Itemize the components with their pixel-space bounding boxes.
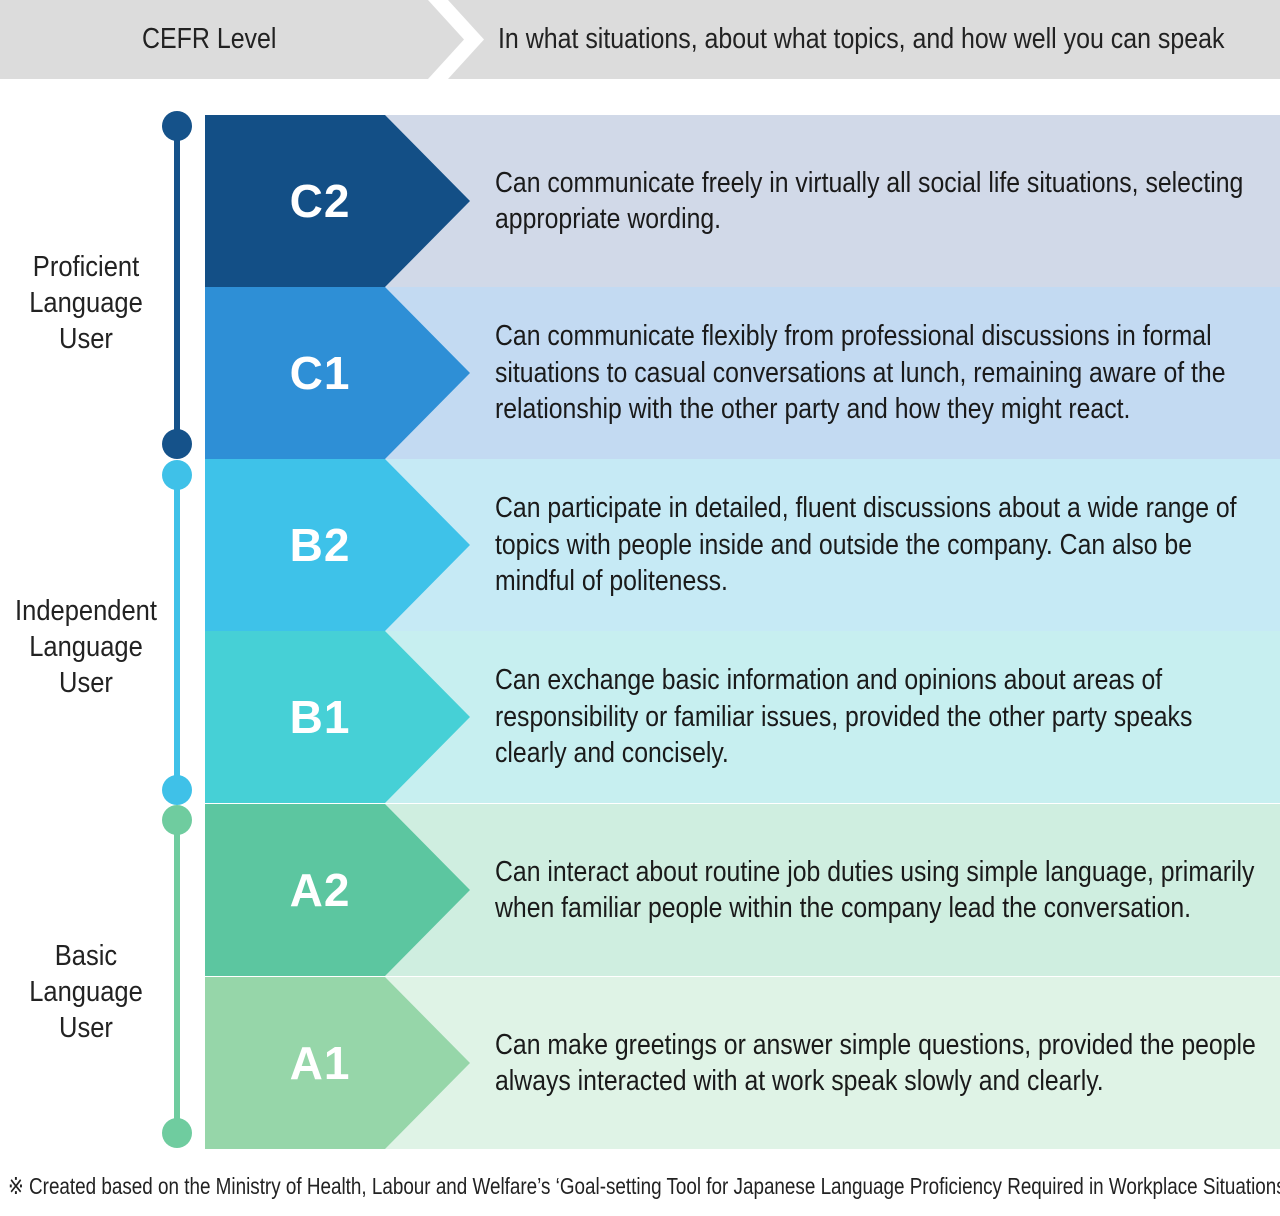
level-arrow bbox=[205, 287, 470, 459]
level-row-a2: A2 Can interact about routine job duties… bbox=[205, 804, 1280, 976]
dot-proficient-bottom bbox=[162, 429, 192, 459]
group-label-line: Independent bbox=[15, 595, 157, 627]
row-background bbox=[205, 115, 1280, 287]
group-label-line: User bbox=[59, 1012, 113, 1044]
level-description: Can interact about routine job duties us… bbox=[495, 855, 1255, 925]
level-description-box: Can interact about routine job duties us… bbox=[495, 804, 1280, 976]
level-description-box: Can communicate flexibly from profession… bbox=[495, 287, 1280, 459]
level-code: B2 bbox=[289, 519, 351, 571]
level-code: C2 bbox=[289, 175, 351, 227]
spine-basic bbox=[174, 820, 180, 1133]
header-background bbox=[0, 0, 1280, 79]
level-description-box: Can make greetings or answer simple ques… bbox=[495, 977, 1280, 1149]
row-background bbox=[205, 631, 1280, 803]
level-code: C1 bbox=[289, 347, 351, 399]
dot-independent-top bbox=[162, 460, 192, 490]
dot-basic-bottom bbox=[162, 1118, 192, 1148]
group-label-line: User bbox=[59, 667, 113, 699]
level-description-box: Can exchange basic information and opini… bbox=[495, 631, 1280, 803]
row-background bbox=[205, 459, 1280, 631]
level-code: B1 bbox=[289, 691, 351, 743]
level-arrow bbox=[205, 115, 470, 287]
header-description-title: In what situations, about what topics, a… bbox=[498, 23, 1225, 55]
level-row-c2: C2 Can communicate freely in virtually a… bbox=[205, 115, 1280, 287]
level-description: Can communicate flexibly from profession… bbox=[495, 320, 1226, 426]
row-background bbox=[205, 804, 1280, 976]
level-description: Can make greetings or answer simple ques… bbox=[495, 1028, 1256, 1098]
row-background bbox=[205, 287, 1280, 459]
level-description: Can communicate freely in virtually all … bbox=[495, 166, 1244, 236]
group-label-basic: Basic Language User bbox=[10, 938, 161, 1046]
row-shape bbox=[205, 287, 1280, 459]
level-arrow bbox=[205, 459, 470, 631]
row-shape bbox=[205, 115, 1280, 287]
group-label-line: Basic bbox=[54, 940, 118, 972]
footnote: ※ Created based on the Ministry of Healt… bbox=[8, 1173, 1280, 1199]
level-row-c1: C1 Can communicate flexibly from profess… bbox=[205, 287, 1280, 459]
group-label-proficient: Proficient Language User bbox=[10, 249, 161, 357]
level-arrow bbox=[205, 631, 470, 803]
group-label-line: Language bbox=[29, 631, 143, 663]
row-shape bbox=[205, 631, 1280, 803]
level-row-a1: A1 Can make greetings or answer simple q… bbox=[205, 977, 1280, 1149]
level-code: A2 bbox=[289, 864, 351, 916]
row-shape bbox=[205, 804, 1280, 976]
header-cefr-level: CEFR Level bbox=[142, 23, 277, 55]
level-description-box: Can participate in detailed, fluent disc… bbox=[495, 459, 1280, 631]
level-code: A1 bbox=[289, 1037, 351, 1089]
group-label-line: User bbox=[59, 323, 113, 355]
group-label-independent: Independent Language User bbox=[10, 593, 161, 701]
level-row-b1: B1 Can exchange basic information and op… bbox=[205, 631, 1280, 803]
level-description-box: Can communicate freely in virtually all … bbox=[495, 115, 1280, 287]
row-shape bbox=[205, 459, 1280, 631]
row-shape bbox=[205, 977, 1280, 1149]
row-background bbox=[205, 977, 1280, 1149]
group-label-line: Language bbox=[29, 287, 143, 319]
header-banner: CEFR Level In what situations, about wha… bbox=[0, 0, 1280, 79]
spine-proficient bbox=[174, 126, 180, 444]
dot-basic-top bbox=[162, 805, 192, 835]
level-description: Can exchange basic information and opini… bbox=[495, 664, 1193, 770]
level-description: Can participate in detailed, fluent disc… bbox=[495, 492, 1237, 598]
dot-independent-bottom bbox=[162, 775, 192, 805]
level-row-b2: B2 Can participate in detailed, fluent d… bbox=[205, 459, 1280, 631]
level-arrow bbox=[205, 804, 470, 976]
level-arrow bbox=[205, 977, 470, 1149]
group-label-line: Language bbox=[29, 976, 143, 1008]
dot-proficient-top bbox=[162, 111, 192, 141]
spine-independent bbox=[174, 475, 180, 790]
group-label-line: Proficient bbox=[32, 251, 140, 283]
